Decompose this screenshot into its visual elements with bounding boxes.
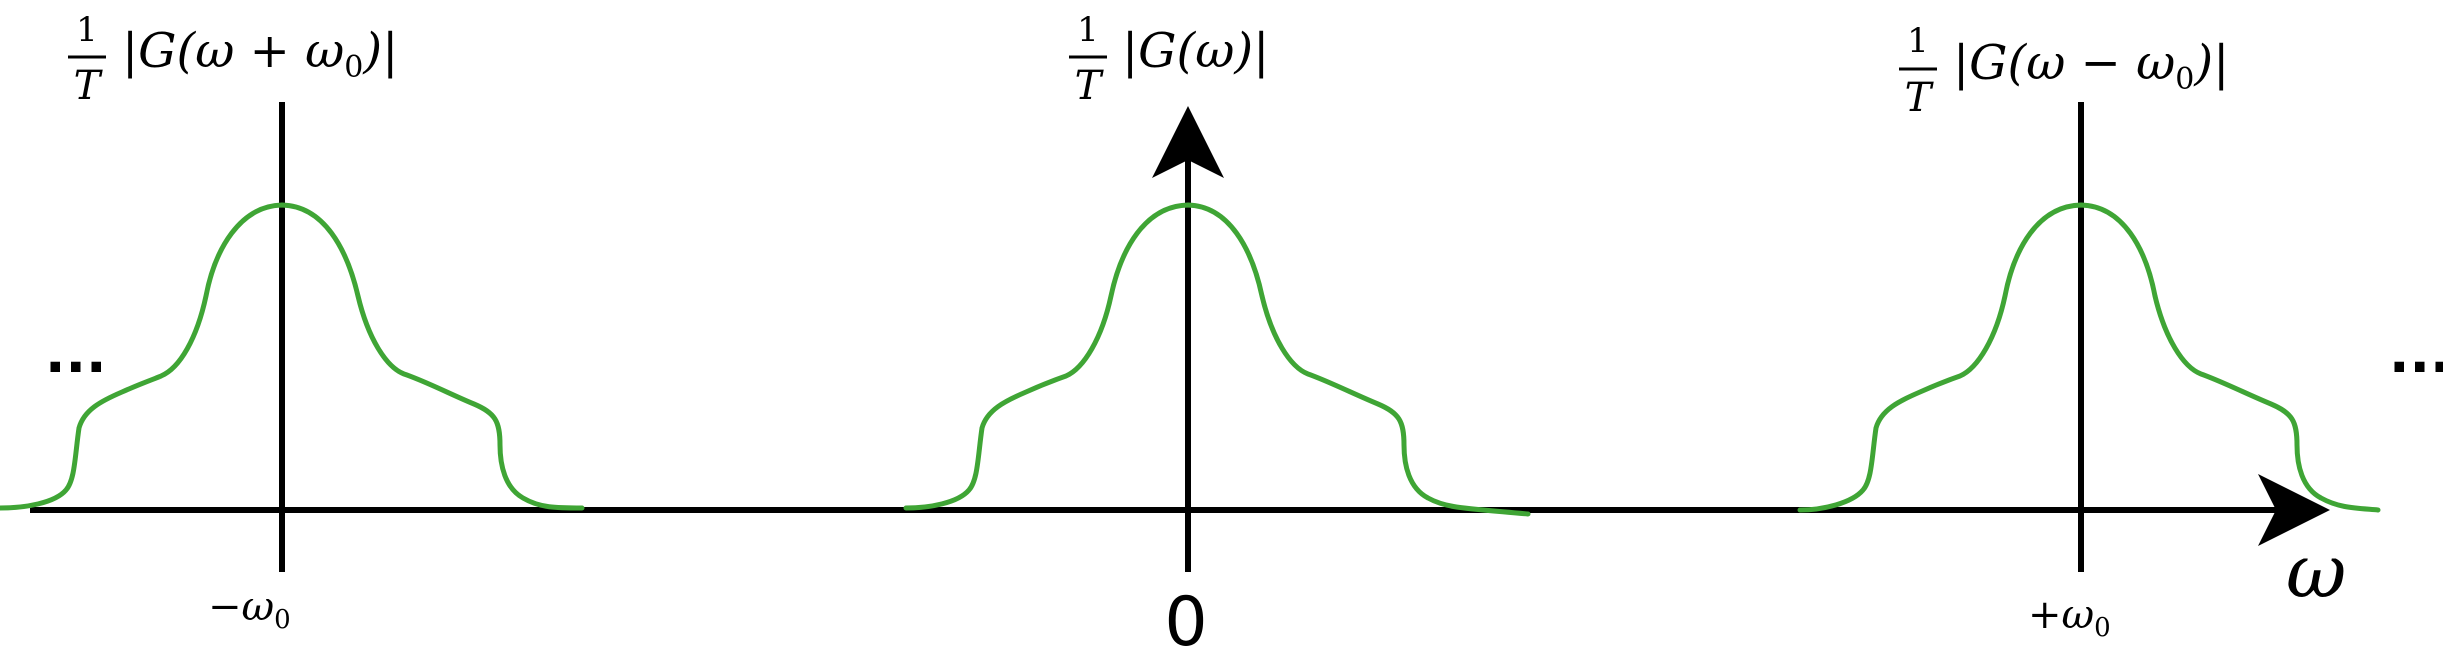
left-continuation-dots: ... xyxy=(45,322,107,385)
left-formula-denominator: T xyxy=(74,63,104,109)
left-spectrum-curve xyxy=(0,202,585,511)
axis-variable-label: ω xyxy=(2286,529,2346,615)
center-spectrum-curve xyxy=(903,202,1531,517)
center-formula-numerator: 1 xyxy=(1077,10,1099,50)
right-formula-expression: |G(ω − ω0)| xyxy=(1953,35,2229,97)
right-tick-label: +ω0 xyxy=(2028,592,2111,643)
center-formula-expression: |G(ω)| xyxy=(1122,23,1269,79)
right-formula-numerator: 1 xyxy=(1907,21,1929,61)
left-tick-label: −ω0 xyxy=(208,584,291,635)
center-formula-denominator: T xyxy=(1075,63,1105,109)
right-formula-denominator: T xyxy=(1905,75,1935,121)
left-formula-expression: |G(ω + ω0)| xyxy=(122,23,398,85)
left-formula-numerator: 1 xyxy=(76,10,98,50)
right-continuation-dots: ... xyxy=(2389,322,2443,385)
right-spectrum-curve xyxy=(1797,202,2381,513)
center-tick-label: 0 xyxy=(1164,583,1207,662)
